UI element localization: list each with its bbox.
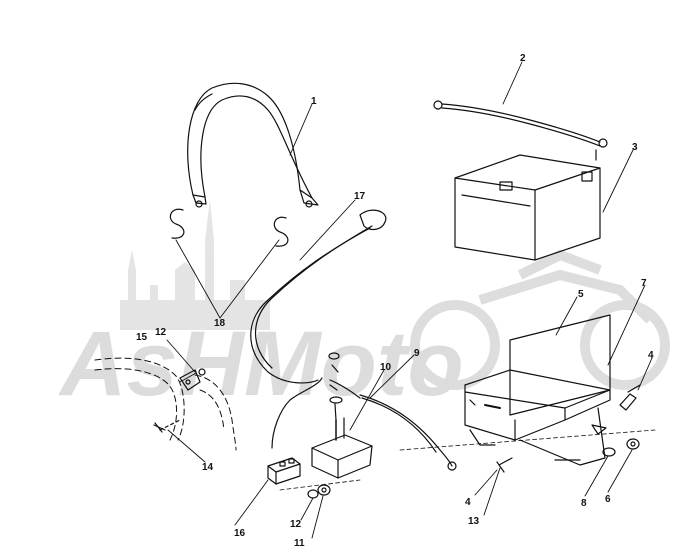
- frame-bracket: [153, 368, 206, 433]
- callout-3: 3: [632, 142, 638, 153]
- callout-8: 8: [581, 498, 587, 509]
- callout-4-top: 4: [648, 350, 654, 361]
- callout-12-left: 12: [155, 327, 167, 338]
- watermark-skyline: [120, 200, 270, 330]
- frame-section: [94, 357, 237, 451]
- connector-block: [267, 457, 361, 491]
- callout-18: 18: [214, 318, 226, 329]
- callout-16: 16: [234, 528, 246, 539]
- callout-4-bottom: 4: [465, 497, 471, 508]
- fasteners-right: [399, 384, 656, 473]
- callout-6: 6: [605, 494, 611, 505]
- callout-9: 9: [414, 348, 420, 359]
- callout-17: 17: [354, 191, 366, 202]
- nuts-bottom: [307, 484, 331, 499]
- watermark-motorcycle: [410, 249, 670, 390]
- battery-box: [464, 314, 611, 466]
- leader-lines: [166, 61, 653, 539]
- cable-17: [250, 209, 387, 384]
- line-art: [94, 61, 656, 539]
- solenoid: [271, 352, 373, 479]
- callout-7: 7: [641, 278, 647, 289]
- callout-12-bottom: 12: [290, 519, 302, 530]
- battery: [454, 154, 601, 261]
- callout-1: 1: [311, 96, 317, 107]
- battery-strap: [187, 82, 319, 208]
- callout-11: 11: [294, 538, 305, 549]
- callout-10: 10: [380, 362, 392, 373]
- callout-2: 2: [520, 53, 526, 64]
- cable-9: [359, 394, 457, 471]
- callout-5: 5: [578, 289, 584, 300]
- s-hooks: [169, 208, 289, 247]
- callout-15: 15: [136, 332, 148, 343]
- callout-labels: 1 2 3 4 4 5 6 7 8 9 10 11 12 12 13 14 15…: [136, 53, 654, 549]
- callout-13: 13: [468, 516, 480, 527]
- battery-cable-top: [433, 100, 608, 161]
- callout-14: 14: [202, 462, 214, 473]
